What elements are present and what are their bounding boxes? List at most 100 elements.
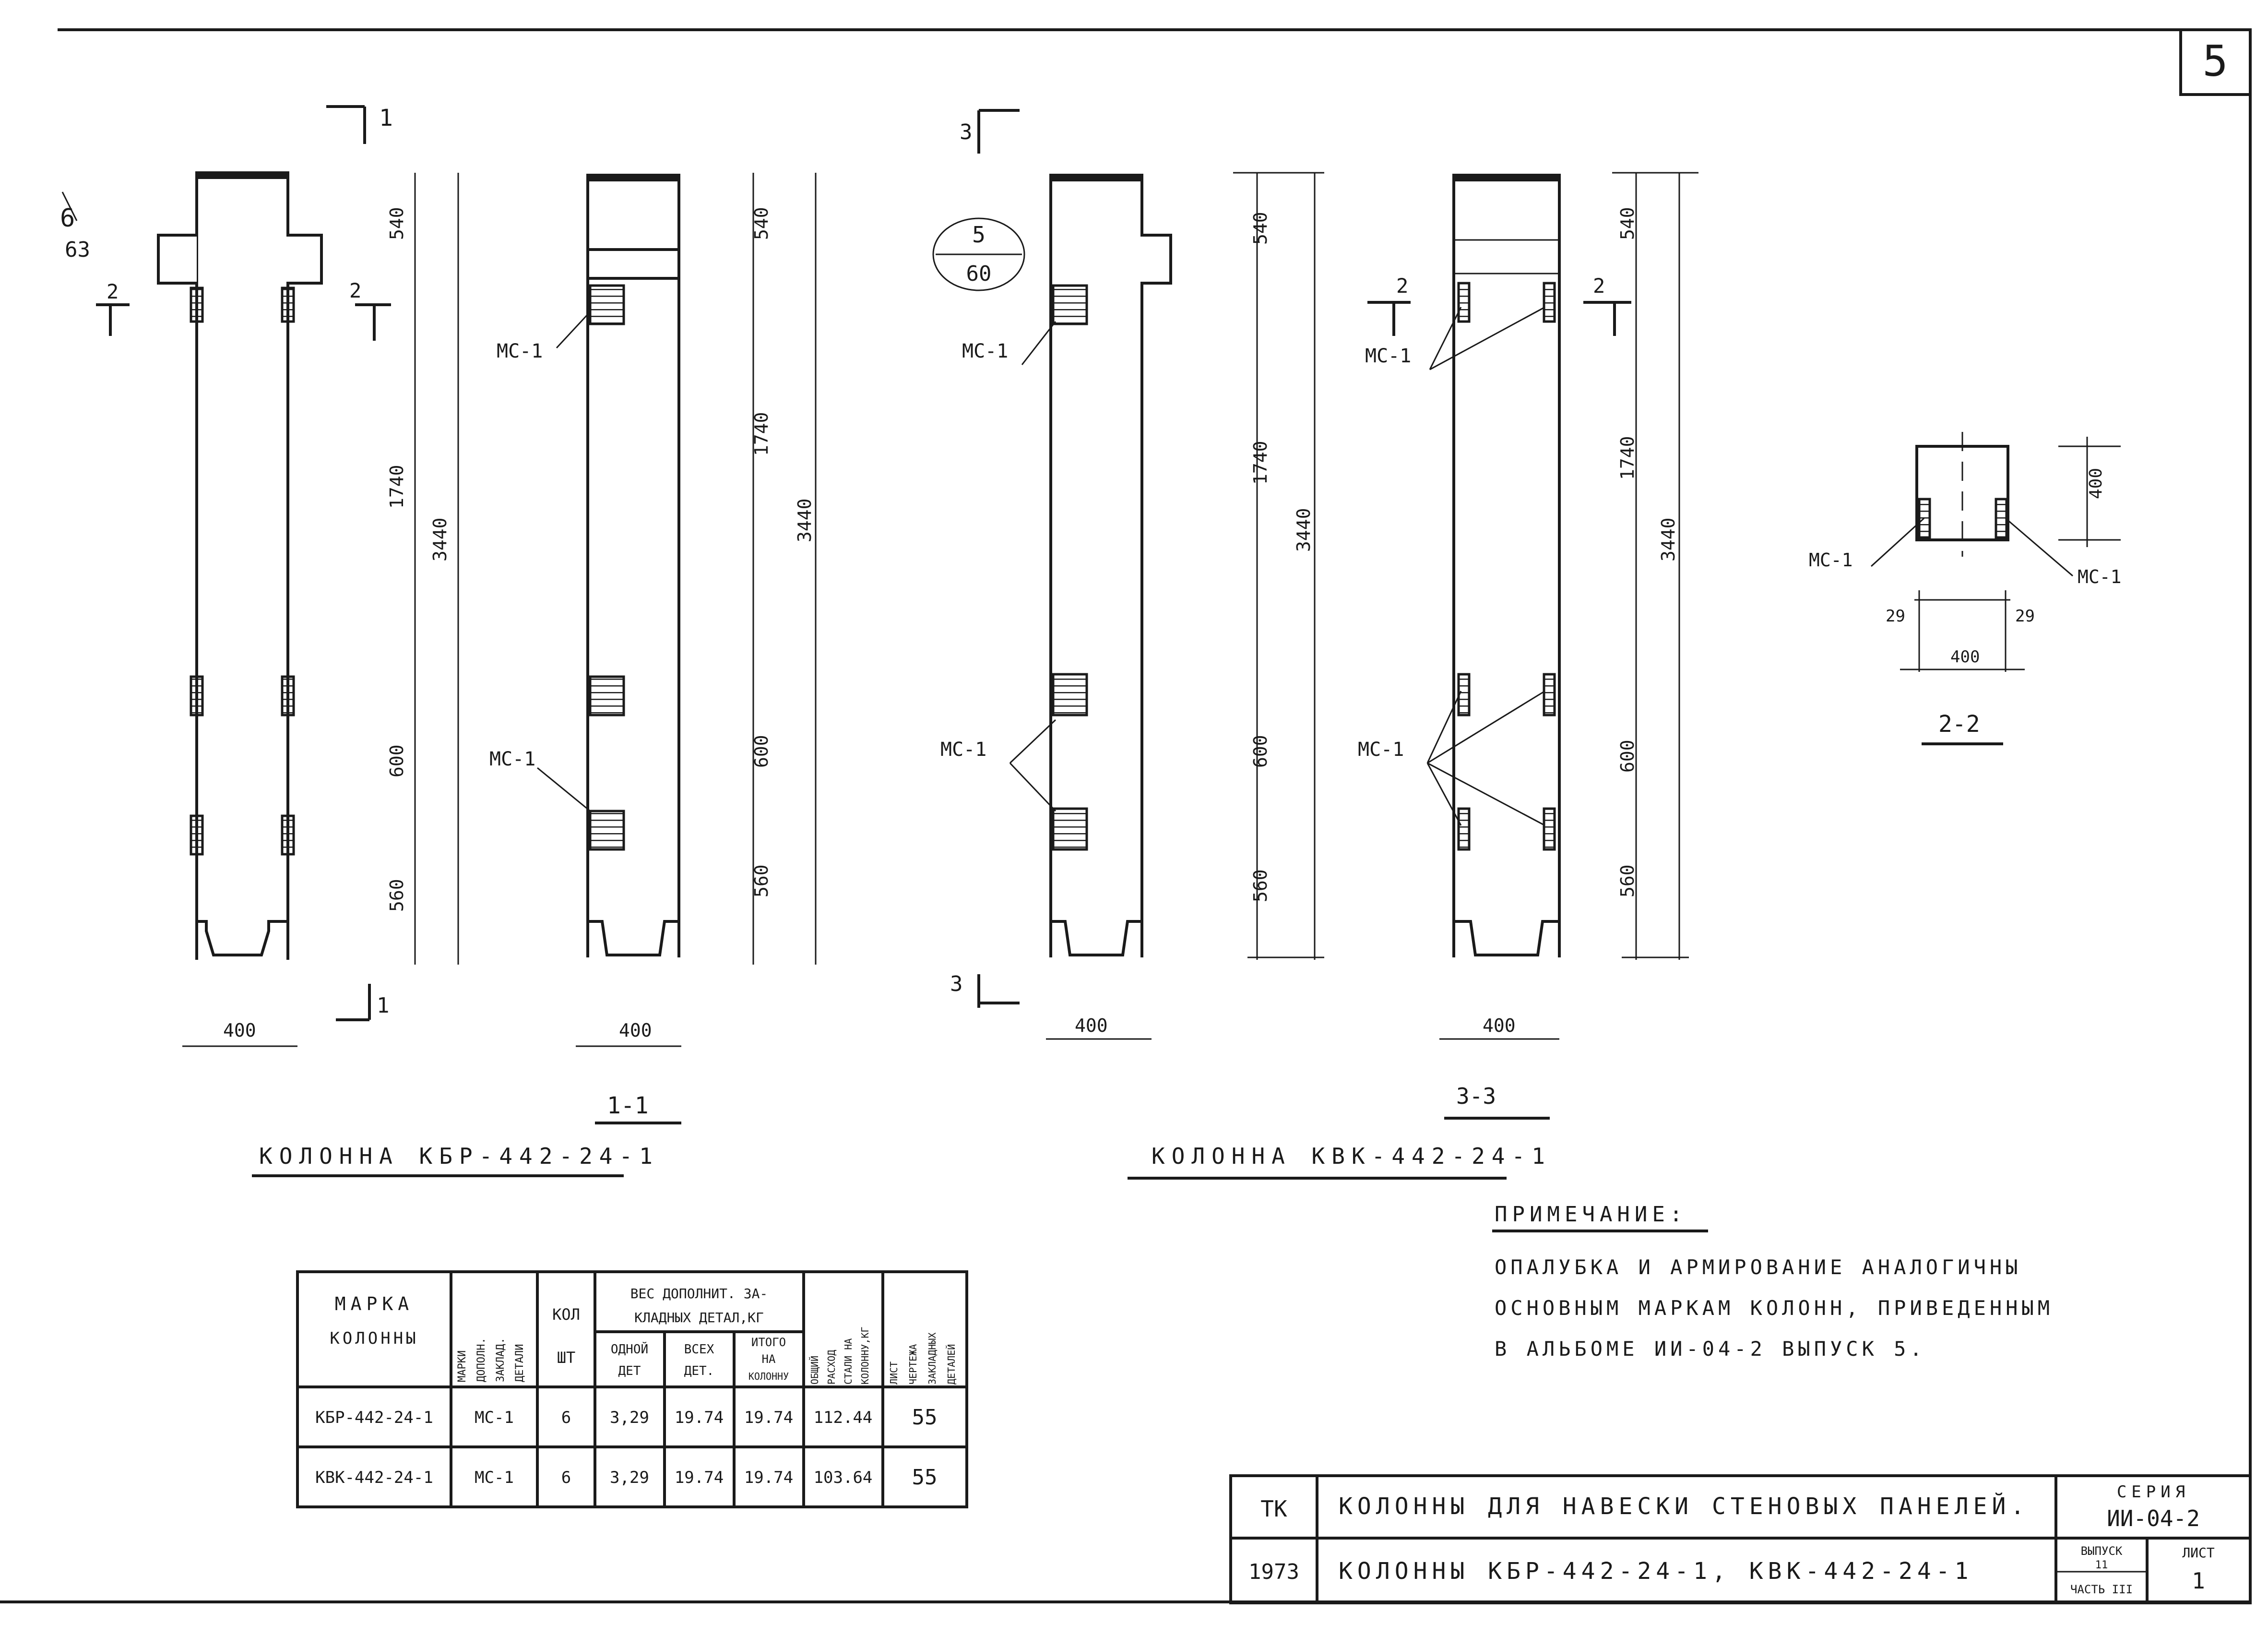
- kvk-circle-top: 5: [972, 222, 986, 248]
- kvk-section-label-mc1-top: МС-1: [1365, 345, 1411, 367]
- kvk-section3-marker-top: 3: [960, 120, 973, 144]
- svg-text:ЗАКЛАД.: ЗАКЛАД.: [495, 1337, 507, 1382]
- spec-table: МАРКА КОЛОННЫ МАРКИ ДОПОЛН. ЗАКЛАД. ДЕТА…: [296, 1270, 968, 1508]
- svg-text:ЗАКЛАДНЫХ: ЗАКЛАДНЫХ: [926, 1333, 938, 1385]
- kbr-section1-marker-bottom: 1: [377, 993, 390, 1018]
- kvk-section-dim-600: 600: [1617, 740, 1638, 773]
- note-line-1: ОПАЛУБКА И АРМИРОВАНИЕ АНАЛОГИЧНЫ: [1495, 1255, 2021, 1279]
- svg-text:103.64: 103.64: [814, 1468, 873, 1487]
- svg-text:19.74: 19.74: [744, 1468, 793, 1487]
- title-block-year: 1973: [1248, 1560, 1299, 1584]
- title-block-org: ТК: [1260, 1496, 1287, 1522]
- svg-text:ЧЕРТЕЖА: ЧЕРТЕЖА: [907, 1344, 919, 1385]
- kbr-section-1-1: МС-1 МС-1 540 1740 3440 600 560 400 1-1: [489, 173, 817, 1124]
- sheet-number: 5: [2203, 36, 2228, 86]
- title-block: ТК 1973 КОЛОННЫ ДЛЯ НАВЕСКИ СТЕНОВЫХ ПАН…: [1229, 1474, 2252, 1604]
- kbr-section1-marker-top: 1: [379, 105, 393, 131]
- svg-text:КВК-442-24-1: КВК-442-24-1: [315, 1468, 433, 1487]
- kbr-column-elevation: 1 6 63 2 2 540 1740 3440 600 560: [60, 105, 659, 1177]
- section22-dim-400-horizontal: 400: [1950, 647, 1980, 667]
- section22-dim-29-right: 29: [2015, 607, 2035, 626]
- svg-text:МС-1: МС-1: [475, 1408, 514, 1427]
- title-block-issue-value: 11: [2095, 1559, 2108, 1571]
- th-weight-1: ВЕС ДОПОЛНИТ. ЗА-: [630, 1286, 768, 1302]
- kvk-section-dim-1740: 1740: [1617, 436, 1638, 480]
- svg-text:РАСХОД: РАСХОД: [826, 1350, 837, 1385]
- th-one-2: ДЕТ: [618, 1364, 641, 1378]
- kbr-section-label-mc1-top: МС-1: [497, 340, 543, 362]
- kvk-circle-bottom: 60: [966, 262, 992, 286]
- svg-text:6: 6: [561, 1408, 571, 1427]
- title-block-series-value: ИИ-04-2: [2107, 1505, 2200, 1531]
- svg-text:ЛИСТ: ЛИСТ: [888, 1361, 900, 1385]
- kvk-section-dim-3440: 3440: [1658, 517, 1679, 561]
- svg-text:ДЕТАЛЕЙ: ДЕТАЛЕЙ: [946, 1344, 957, 1385]
- kbr-dim-1740: 1740: [386, 465, 407, 509]
- svg-text:ОБЩИЙ: ОБЩИЙ: [809, 1356, 820, 1385]
- kvk-section-dim-560: 560: [1617, 864, 1638, 897]
- kbr-section-dim-540: 540: [751, 207, 772, 240]
- kvk-dim-560: 560: [1250, 869, 1271, 902]
- section22-dim-400-vertical: 400: [2086, 468, 2106, 499]
- table-row: КБР-442-24-1 МС-1 6 3,29 19.74 19.74 112…: [315, 1405, 937, 1430]
- th-qty-2: ШТ: [557, 1349, 576, 1367]
- svg-text:19.74: 19.74: [675, 1468, 724, 1487]
- svg-text:55: 55: [912, 1405, 938, 1430]
- svg-text:6: 6: [561, 1468, 571, 1487]
- kvk-section3-marker-bottom: 3: [950, 972, 963, 996]
- kbr-dim-600: 600: [386, 744, 407, 777]
- svg-text:КБР-442-24-1: КБР-442-24-1: [315, 1408, 433, 1427]
- section-2-2: 400 МС-1 МС-1 29 29 400 2-2: [1809, 432, 2122, 745]
- svg-text:3,29: 3,29: [610, 1408, 649, 1427]
- kbr-section-dim-1740: 1740: [751, 412, 772, 456]
- sheet-number-box: 5: [2179, 28, 2252, 96]
- kvk-section2-marker-right: 2: [1593, 274, 1605, 298]
- kbr-dim-3440: 3440: [429, 517, 451, 561]
- title-block-title1: КОЛОННЫ ДЛЯ НАВЕСКИ СТЕНОВЫХ ПАНЕЛЕЙ.: [1339, 1493, 2029, 1520]
- th-one-1: ОДНОЙ: [611, 1341, 648, 1357]
- th-weight-2: КЛАДНЫХ ДЕТАЛ,КГ: [634, 1310, 764, 1326]
- svg-text:3,29: 3,29: [610, 1468, 649, 1487]
- kbr-section-label-mc1-bottom: МС-1: [489, 748, 535, 770]
- th-mark-2: КОЛОННЫ: [330, 1329, 418, 1348]
- th-total-1: ИТОГО: [751, 1336, 786, 1349]
- svg-text:112.44: 112.44: [814, 1408, 873, 1427]
- kbr-section2-marker-right: 2: [349, 279, 361, 302]
- section22-caption: 2-2: [1938, 711, 1980, 738]
- kbr-caption: КОЛОННА КБР-442-24-1: [259, 1143, 659, 1169]
- svg-text:19.74: 19.74: [744, 1408, 793, 1427]
- note-line-3: В АЛЬБОМЕ ИИ-04-2 ВЫПУСК 5.: [1495, 1337, 1926, 1361]
- th-qty-1: КОЛ: [552, 1305, 580, 1324]
- th-steel: ОБЩИЙ РАСХОД СТАЛИ НА КОЛОННУ,КГ: [809, 1327, 871, 1385]
- kbr-section2-marker-left: 2: [107, 280, 119, 303]
- kbr-section-dim-3440: 3440: [794, 498, 815, 542]
- kvk-detail-reference-circle: 5 60: [932, 217, 1025, 291]
- title-block-title2: КОЛОННЫ КБР-442-24-1, КВК-442-24-1: [1339, 1558, 1973, 1585]
- kvk-dim-400: 400: [1075, 1015, 1108, 1036]
- svg-text:КОЛОННУ,КГ: КОЛОННУ,КГ: [859, 1327, 871, 1385]
- note-block: ПРИМЕЧАНИЕ: ОПАЛУБКА И АРМИРОВАНИЕ АНАЛО…: [1492, 1202, 2050, 1361]
- svg-text:55: 55: [912, 1465, 938, 1490]
- svg-text:МАРКИ: МАРКИ: [456, 1350, 468, 1382]
- svg-text:МС-1: МС-1: [475, 1468, 514, 1487]
- title-block-sheet-label: ЛИСТ: [2182, 1545, 2215, 1561]
- title-block-sheet-value: 1: [2192, 1568, 2205, 1594]
- kvk-dim-3440: 3440: [1293, 508, 1314, 552]
- kvk-section-dim-540: 540: [1617, 207, 1638, 240]
- title-block-series-label: СЕРИЯ: [2117, 1482, 2190, 1502]
- kbr-mark-6-63-bottom: 63: [65, 238, 90, 262]
- kvk-section-caption: 3-3: [1456, 1083, 1496, 1109]
- th-all-2: ДЕТ.: [684, 1364, 714, 1378]
- note-title: ПРИМЕЧАНИЕ:: [1495, 1202, 1687, 1227]
- section22-label-mc1-right: МС-1: [2078, 566, 2122, 587]
- th-sheet-ref: ЛИСТ ЧЕРТЕЖА ЗАКЛАДНЫХ ДЕТАЛЕЙ: [888, 1333, 957, 1385]
- kvk-dim-1740: 1740: [1250, 441, 1271, 485]
- kbr-section-dim-400: 400: [619, 1020, 652, 1041]
- kvk-caption: КОЛОННА КВК-442-24-1: [1152, 1143, 1552, 1169]
- th-detail: МАРКИ ДОПОЛН. ЗАКЛАД. ДЕТАЛИ: [456, 1337, 526, 1382]
- kvk-label-mc1-top: МС-1: [962, 340, 1008, 362]
- kvk-section2-marker-left: 2: [1396, 274, 1408, 298]
- table-row: КВК-442-24-1 МС-1 6 3,29 19.74 19.74 103…: [315, 1465, 937, 1490]
- kvk-label-mc1-bottom: МС-1: [940, 739, 986, 761]
